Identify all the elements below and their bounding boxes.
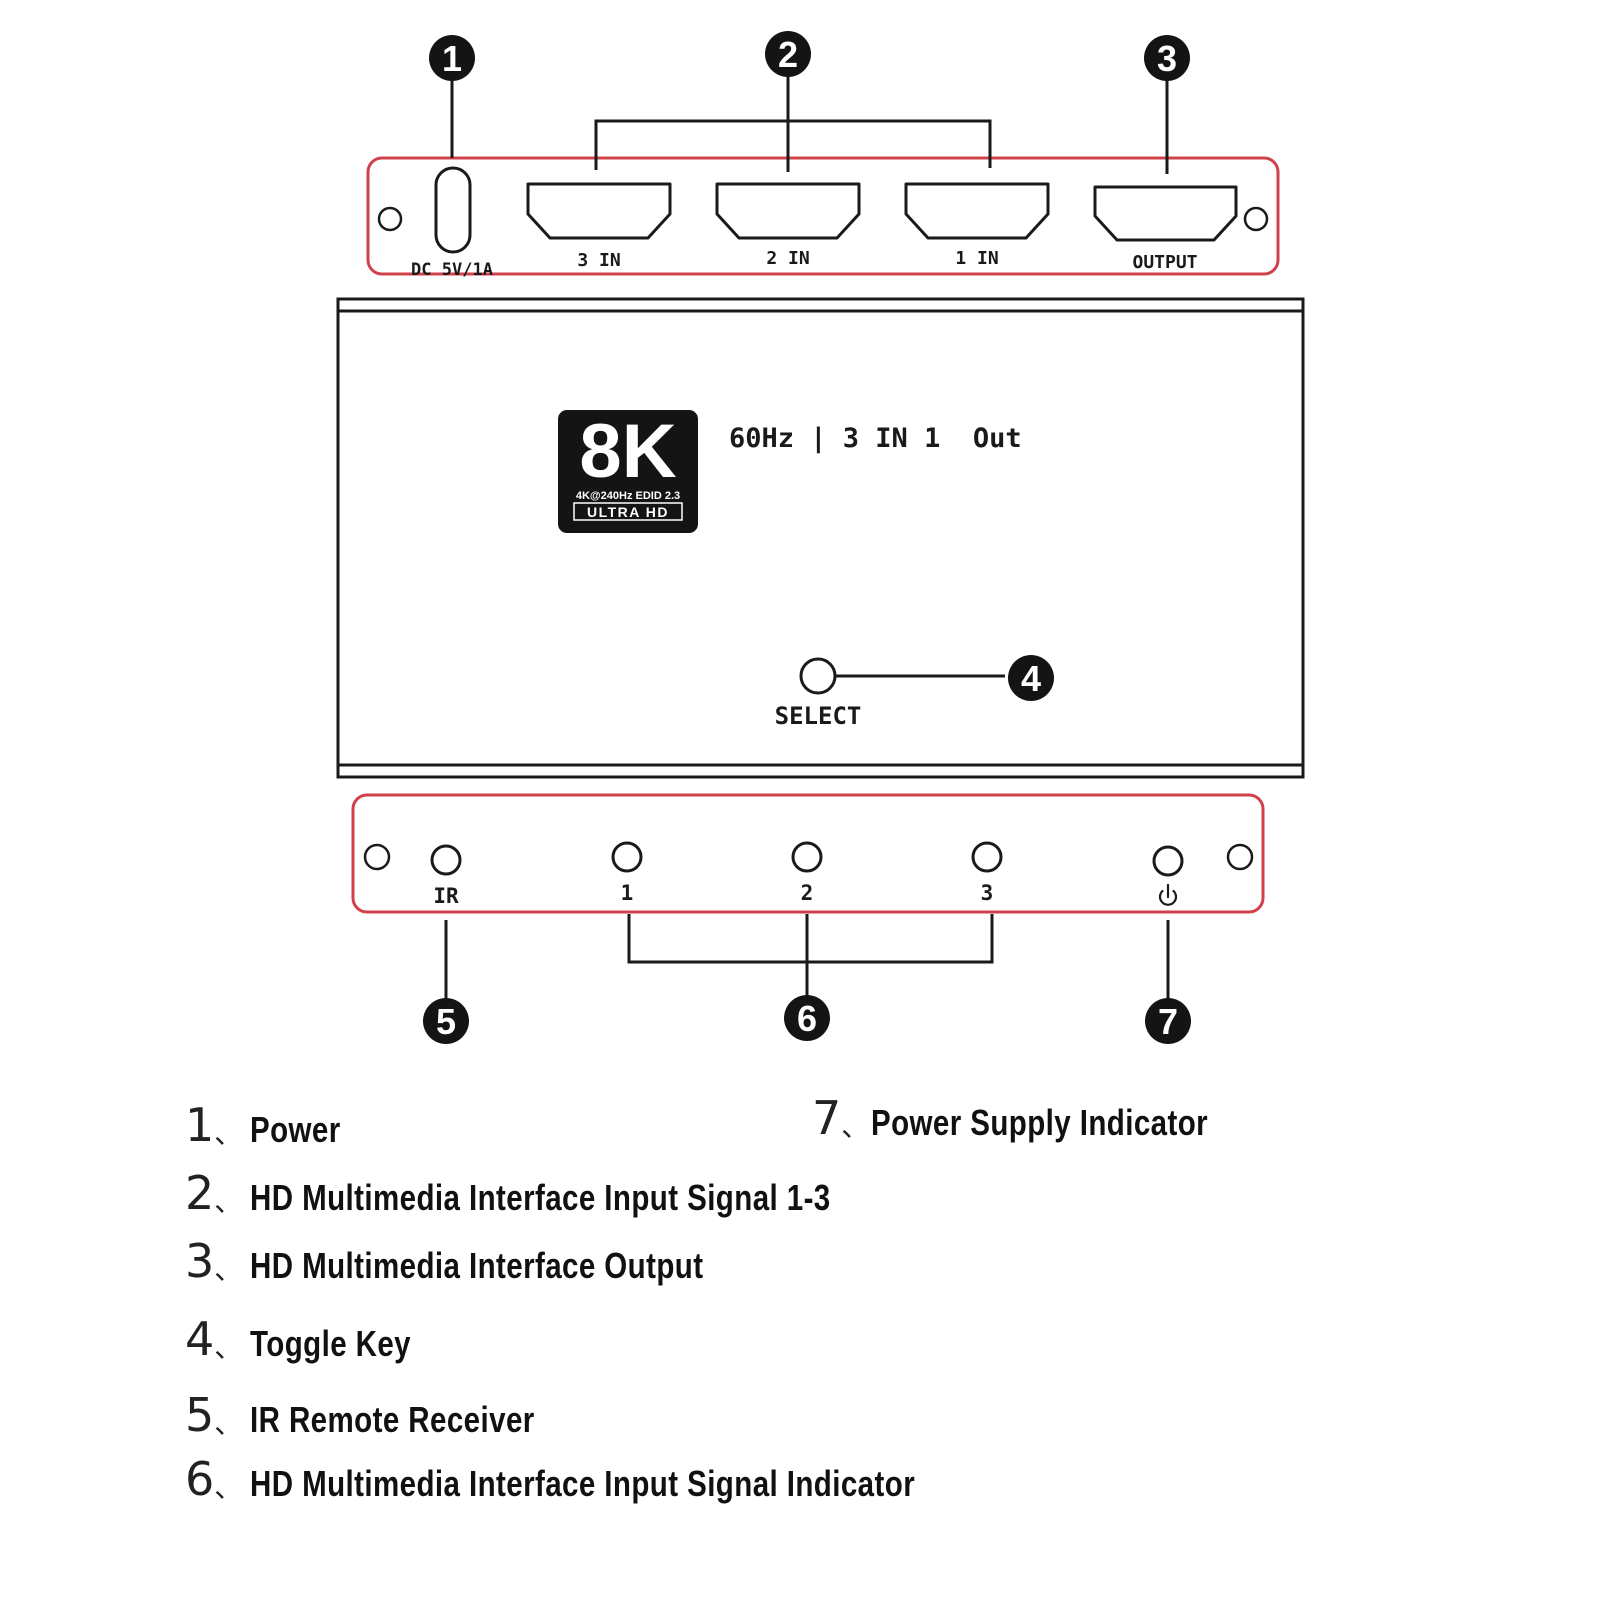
8k-badge-bottom: ULTRA HD — [587, 504, 669, 520]
8k-badge-main: 8K — [579, 409, 676, 494]
power-indicator — [1152, 845, 1184, 877]
svg-text:4: 4 — [1021, 658, 1041, 699]
hdmi-port-3-in[interactable] — [526, 182, 672, 240]
svg-text:6: 6 — [797, 998, 817, 1039]
callout-4: 4 — [1008, 655, 1054, 701]
input-indicator-1 — [611, 841, 643, 873]
callout-6: 6 — [784, 995, 830, 1041]
input-indicator-2 — [791, 841, 823, 873]
svg-text:1: 1 — [442, 38, 462, 79]
front-screw-left — [363, 843, 391, 871]
hdmi-port-output[interactable] — [1093, 185, 1238, 242]
select-label: SELECT — [775, 702, 862, 730]
back-screw-left — [377, 206, 403, 232]
callout-6-bracket — [627, 914, 994, 964]
input-indicator-3-label: 3 — [981, 881, 994, 905]
device-body — [336, 297, 1305, 779]
hdmi-port-2-in[interactable] — [715, 182, 861, 240]
svg-text:2: 2 — [778, 34, 798, 75]
hdmi-port-2-in-label: 2 IN — [766, 248, 809, 269]
front-screw-right — [1226, 843, 1254, 871]
svg-text:5: 5 — [436, 1001, 456, 1042]
svg-text:3: 3 — [1157, 38, 1177, 79]
ir-receiver — [430, 844, 462, 876]
input-indicator-2-label: 2 — [801, 881, 814, 905]
svg-text:7: 7 — [1158, 1001, 1178, 1042]
hdmi-port-output-label: OUTPUT — [1132, 252, 1197, 273]
spec-text: 60Hz | 3 IN 1 Out — [729, 423, 1022, 454]
8k-badge-bottom-box — [573, 502, 683, 521]
callout-1: 1 — [429, 35, 475, 81]
callout-5: 5 — [423, 998, 469, 1044]
input-indicator-3 — [971, 841, 1003, 873]
callout-2-bracket — [594, 119, 992, 170]
ir-label: IR — [433, 884, 459, 908]
hdmi-port-3-in-label: 3 IN — [577, 250, 620, 271]
front-panel-outline — [351, 793, 1265, 914]
hdmi-port-1-in-label: 1 IN — [955, 248, 998, 269]
8k-badge-sub: 4K@240Hz EDID 2.3 — [576, 490, 680, 502]
back-panel-outline — [366, 156, 1280, 276]
input-indicator-1-label: 1 — [621, 881, 634, 905]
callout-7: 7 — [1145, 998, 1191, 1044]
callout-2: 2 — [765, 31, 811, 77]
dc-power-label: DC 5V/1A — [411, 260, 493, 280]
power-icon — [1158, 883, 1178, 906]
hdmi-port-1-in[interactable] — [904, 182, 1050, 240]
back-screw-right — [1243, 206, 1269, 232]
dc-power-jack[interactable] — [434, 166, 472, 254]
callout-3: 3 — [1144, 35, 1190, 81]
